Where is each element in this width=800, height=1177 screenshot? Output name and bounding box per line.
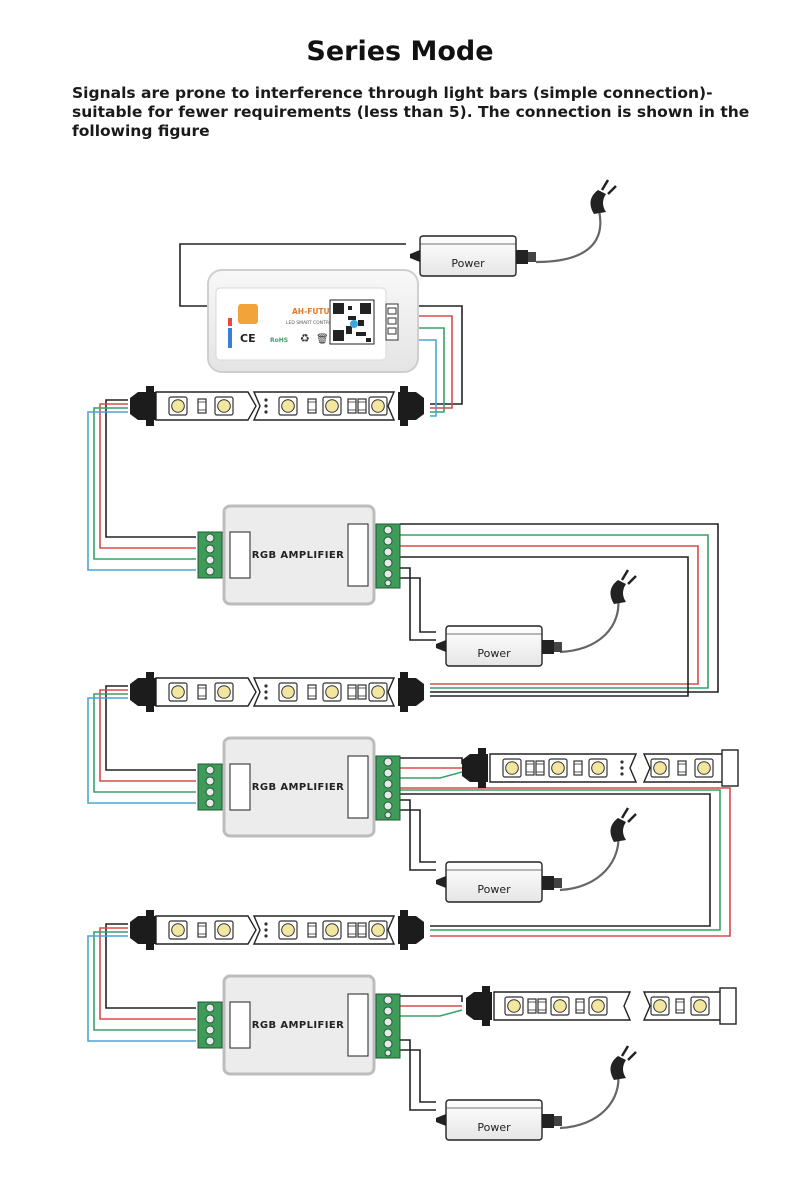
power-supply-4: Power [435,1099,563,1141]
power-supply-2: Power [435,625,563,667]
led-strip-right-3 [493,987,737,1025]
power-label: Power [451,257,485,270]
rgb-amplifier-2: RGB AMPLIFIER [196,736,402,838]
led-strip-3 [156,916,394,944]
wall-plug-icon [589,178,618,216]
amplifier-label: RGB AMPLIFIER [252,1020,344,1031]
amplifier-label: RGB AMPLIFIER [252,550,344,561]
smart-controller: AH-FUTURE LED SMART CONTROLLER CE RoHS ♻… [207,269,419,373]
rgb-amplifier-1: RGB AMPLIFIER [196,504,402,606]
wires [87,199,731,1130]
ce-mark: CE [240,332,256,345]
wall-plug-icon [609,806,638,844]
controller-brand: AH-FUTURE [292,307,341,316]
led-strip-1 [156,392,394,420]
controller-model: LED SMART CONTROLLER [286,320,344,326]
bin-icon: 🗑 [316,333,329,345]
led-strip-right-2 [489,749,739,787]
rohs-mark: RoHS [270,337,288,344]
power-supply-3: Power [435,861,563,903]
power-label: Power [477,1121,511,1134]
page-title: Series Mode [306,36,494,67]
wall-plug-icon [609,1044,638,1082]
qr-code-icon [329,299,375,345]
strip-connector-icon [462,748,488,788]
wall-plug-icon [609,568,638,606]
strip-connector-icon [466,986,492,1026]
rgb-amplifier-3: RGB AMPLIFIER [196,974,402,1076]
amplifier-label: RGB AMPLIFIER [252,782,344,793]
power-label: Power [477,647,511,660]
power-label: Power [477,883,511,896]
recycle-icon: ♻ [300,332,310,345]
led-strip-2 [156,678,394,706]
power-supply-1: Power [409,235,537,277]
page-subtitle: Signals are prone to interference throug… [72,84,750,140]
